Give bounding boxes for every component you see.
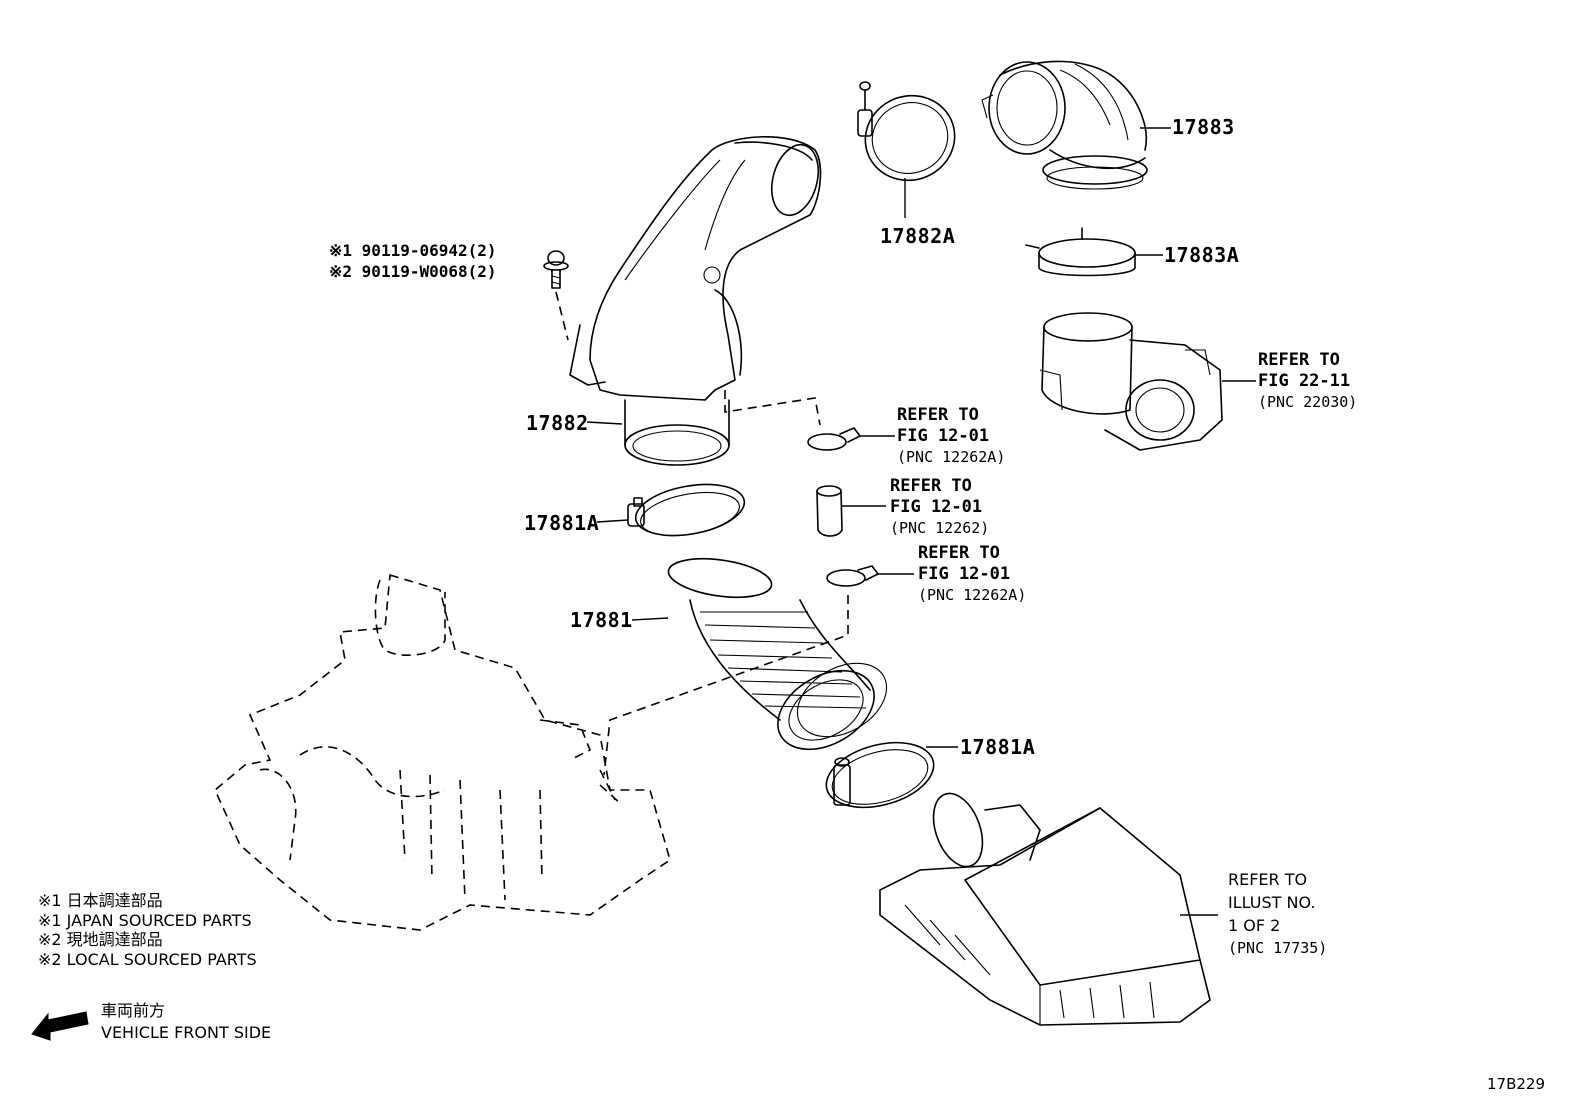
legend-line-4: ※2 LOCAL SOURCED PARTS [38, 949, 257, 969]
figure-id: 17B229 [1487, 1075, 1546, 1093]
bellows-hose-17881 [667, 557, 888, 751]
ref-line: FIG 12-01 [897, 426, 990, 446]
sourcing-legend: ※1 日本調達部品 ※1 JAPAN SOURCED PARTS ※2 現地調達… [38, 891, 257, 969]
part-number-17883a: 17883A [1164, 243, 1240, 267]
intake-manifold-phantom [214, 573, 671, 931]
ref-pnc: (PNC 12262A) [918, 586, 1027, 604]
ref-hose: REFER TO FIG 12-01 (PNC 12262) [890, 476, 989, 539]
hose-12262 [816, 485, 843, 537]
connect-clip-manifold [603, 595, 849, 776]
part-number-17883: 17883 [1172, 115, 1235, 139]
leader-17882 [586, 421, 623, 425]
leader-17881 [631, 617, 669, 621]
ref-air-cleaner: REFER TO ILLUST NO. 1 OF 2 (PNC 17735) [1228, 868, 1327, 960]
ref-throttle-body: REFER TO FIG 22-11 (PNC 22030) [1258, 350, 1357, 413]
clamp-17881a-top [627, 483, 746, 537]
ref-pnc: (PNC 12262) [890, 519, 990, 537]
connect-duct-clip [724, 390, 821, 426]
ref-line: FIG 22-11 [1258, 371, 1351, 391]
ref-line: REFER TO [890, 476, 972, 496]
clip-bottom [826, 565, 879, 587]
ref-line: REFER TO [918, 543, 1000, 563]
part-number-17881a-top: 17881A [524, 511, 600, 535]
ref-line: ILLUST NO. [1228, 893, 1316, 912]
ref-clip-top: REFER TO FIG 12-01 (PNC 12262A) [897, 405, 1005, 468]
bolt [543, 250, 569, 341]
ref-pnc: (PNC 12262A) [897, 448, 1006, 466]
part-number-17881: 17881 [570, 608, 633, 632]
legend-line-1: ※1 日本調達部品 [38, 891, 163, 910]
legend-line-2: ※1 JAPAN SOURCED PARTS [38, 910, 252, 930]
front-arrow-icon [31, 1011, 89, 1041]
throttle-body [1039, 312, 1223, 451]
intake-duct-17882 [569, 136, 822, 466]
legend-line-3: ※2 現地調達部品 [38, 930, 163, 949]
ref-line: FIG 12-01 [890, 497, 983, 517]
part-number-17882a: 17882A [880, 224, 956, 248]
clamp-17883a [1025, 227, 1136, 277]
elbow-duct-17883 [981, 60, 1148, 190]
part-number-17881a-bottom: 17881A [960, 735, 1036, 759]
ref-line: REFER TO [1228, 870, 1308, 889]
bolt-line-1: ※1 90119-06942(2) [329, 241, 497, 260]
leader-17881a-top [596, 519, 629, 523]
air-cleaner [879, 792, 1211, 1026]
bolt-part-numbers: ※1 90119-06942(2) ※2 90119-W0068(2) [329, 240, 497, 282]
vehicle-front-label: 車両前方 VEHICLE FRONT SIDE [101, 1000, 271, 1044]
ref-line: REFER TO [897, 405, 979, 425]
ref-clip-bottom: REFER TO FIG 12-01 (PNC 12262A) [918, 543, 1026, 606]
front-label-en: VEHICLE FRONT SIDE [101, 1023, 272, 1042]
part-number-17882: 17882 [526, 411, 589, 435]
front-label-ja: 車両前方 [101, 1001, 166, 1020]
ref-pnc: (PNC 17735) [1228, 939, 1328, 957]
bolt-line-2: ※2 90119-W0068(2) [329, 262, 497, 281]
ref-line: REFER TO [1258, 350, 1340, 370]
clamp-17881a-bottom [825, 741, 935, 809]
band-clamp-17882a [857, 81, 956, 182]
ref-line: 1 OF 2 [1228, 916, 1281, 935]
clip-top [807, 427, 861, 451]
ref-pnc: (PNC 22030) [1258, 393, 1358, 411]
ref-line: FIG 12-01 [918, 564, 1011, 584]
